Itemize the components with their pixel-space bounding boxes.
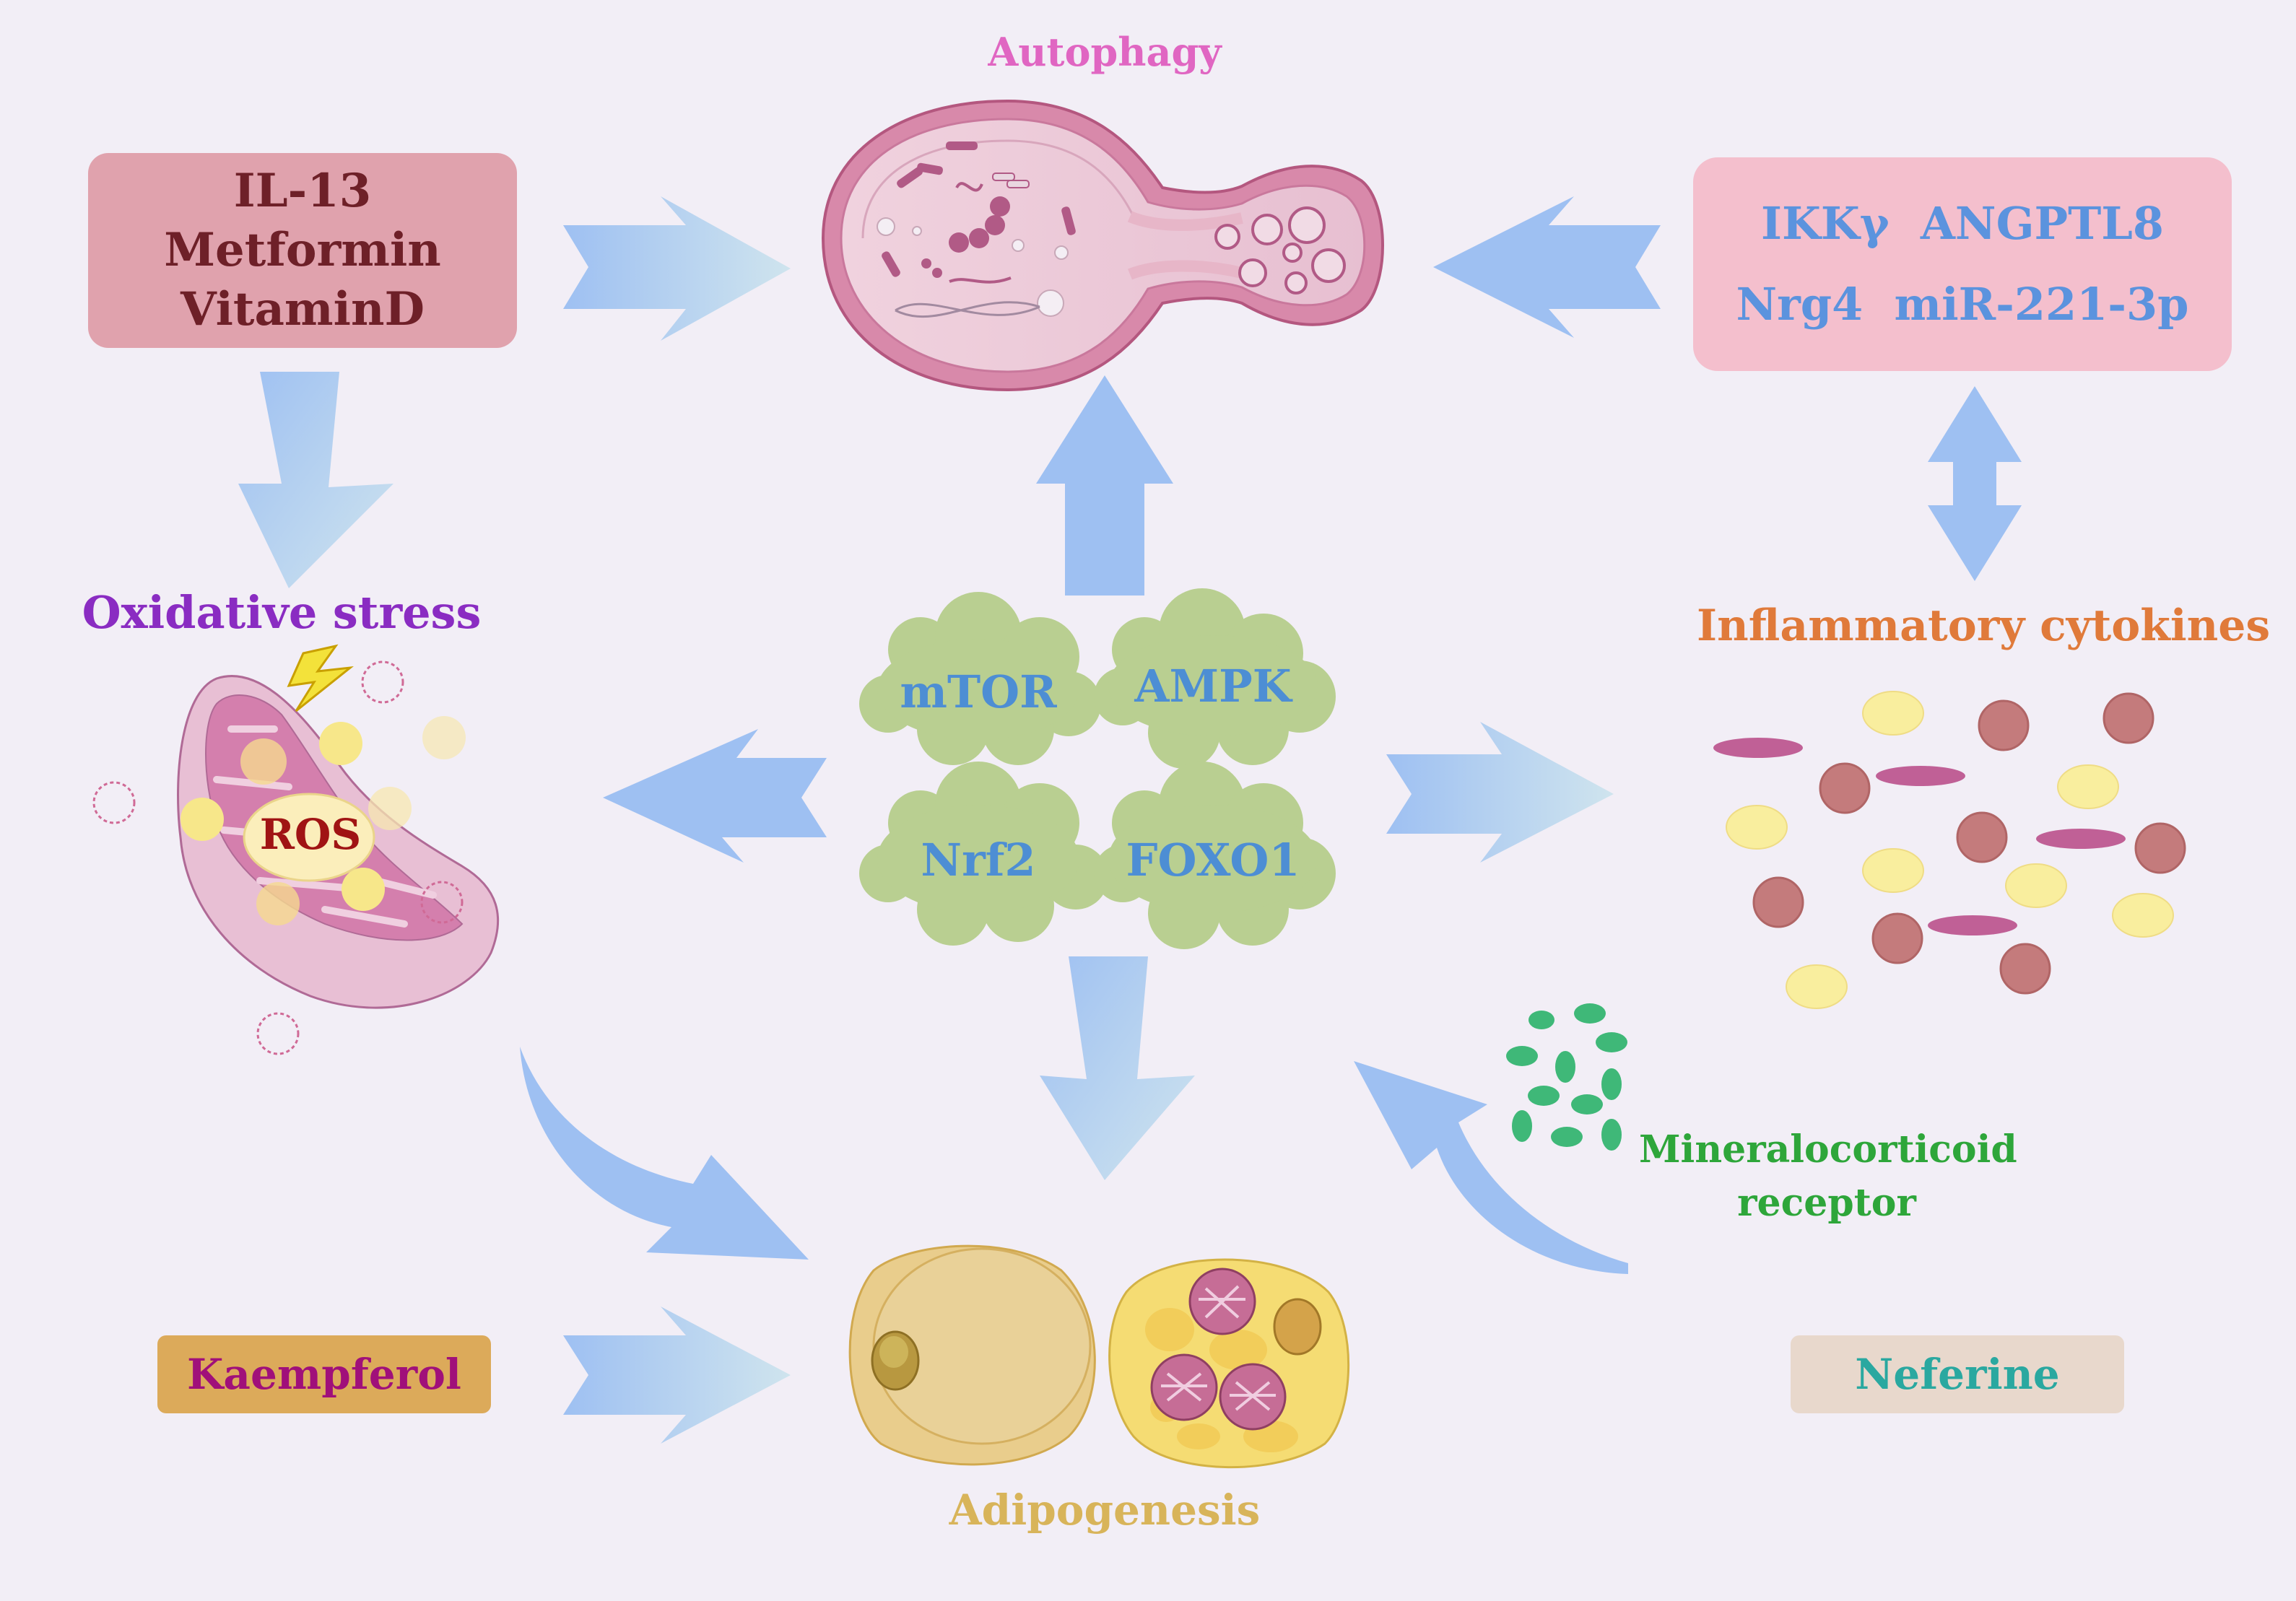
inflammatory-cytokines-label: Inflammatory cytokines xyxy=(1697,601,2271,651)
arrow-left-box-to-oxidative xyxy=(238,372,393,588)
autophagy-label: Autophagy xyxy=(988,29,1222,75)
left-box-line-2: Metformin xyxy=(164,223,441,277)
arrow-kaempferol-to-adipogenesis xyxy=(563,1306,791,1444)
lightning-icon xyxy=(287,644,354,712)
autophagosome-icon xyxy=(821,99,1384,392)
kaempferol-label: Kaempferol xyxy=(187,1350,461,1399)
oxidative-stress-label: Oxidative stress xyxy=(82,586,482,639)
mineralocorticoid-label-line-2: receptor xyxy=(1737,1181,1916,1225)
right-box-line-1: IKKγ ANGPTL8 xyxy=(1760,197,2165,250)
arrow-center-to-autophagy xyxy=(1036,375,1173,596)
right-regulator-box: IKKγ ANGPTL8 Nrg4 miR-221-3p xyxy=(1693,157,2232,371)
mineralocorticoid-label-line-1: Mineralocorticoid xyxy=(1639,1127,2017,1172)
adipocyte-mitochondria-icon xyxy=(1108,1258,1349,1468)
arrow-center-to-adipogenesis xyxy=(1040,956,1195,1180)
left-inducer-box: IL-13 Metformin VitaminD xyxy=(88,153,517,348)
arrow-center-to-inflammatory xyxy=(1386,722,1614,863)
ros-ring-particles xyxy=(92,660,464,1055)
arrow-center-to-oxidative xyxy=(603,729,827,863)
arrow-right-box-to-autophagy xyxy=(1433,196,1661,338)
cloud-nrf2-label: Nrf2 xyxy=(921,834,1036,886)
ros-particles xyxy=(181,716,466,925)
left-box-line-3: VitaminD xyxy=(181,282,425,336)
kaempferol-box: Kaempferol xyxy=(157,1335,491,1413)
adipogenesis-label: Adipogenesis xyxy=(949,1486,1261,1535)
cytokine-particles-icon xyxy=(1713,691,2186,1009)
ros-label: ROS xyxy=(259,810,362,859)
arrow-receptor-to-adipogenesis xyxy=(1354,1061,1628,1274)
left-box-line-1: IL-13 xyxy=(233,164,372,218)
neferine-box: Neferine xyxy=(1791,1335,2124,1413)
right-box-line-2: Nrg4 miR-221-3p xyxy=(1736,278,2189,331)
neferine-label: Neferine xyxy=(1855,1350,2060,1399)
cloud-shapes xyxy=(859,588,1336,949)
arrow-oxidative-to-adipogenesis xyxy=(520,1047,809,1260)
arrow-right-box-to-inflammatory xyxy=(1928,386,2022,581)
adipocyte-icon xyxy=(848,1244,1096,1466)
receptor-particles-icon xyxy=(1506,1003,1627,1151)
cloud-mtor-label: mTOR xyxy=(900,666,1057,718)
cloud-foxo1-label: FOXO1 xyxy=(1126,834,1300,886)
arrow-left-box-to-autophagy xyxy=(563,196,791,341)
cloud-ampk-label: AMPK xyxy=(1134,660,1292,712)
